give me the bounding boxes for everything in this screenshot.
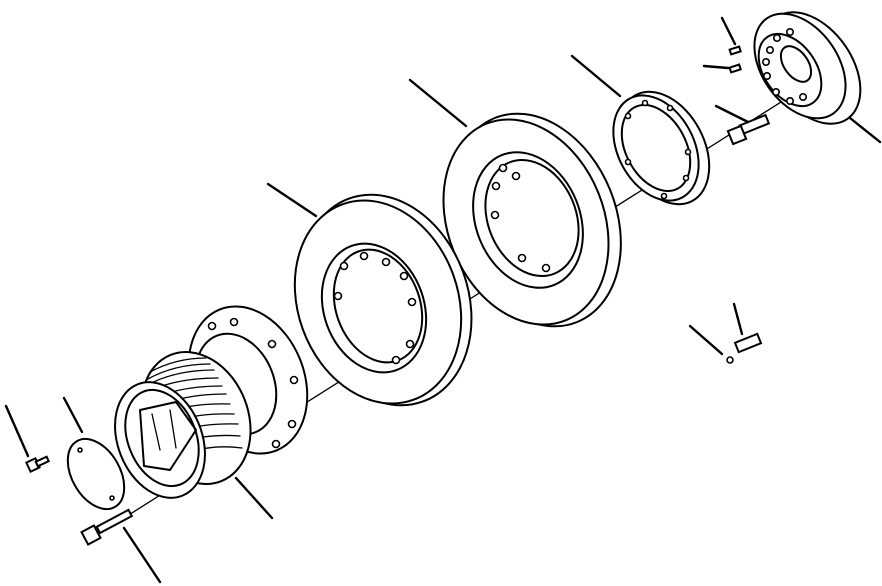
pulley-hub [114,305,309,499]
dowel-pins [728,45,742,74]
damper-ring-front [293,193,473,407]
leader-dowel-upper [720,16,737,46]
clip-assembly [726,332,763,364]
damper-ring-rear [442,112,622,328]
spacer-ring [612,90,711,206]
leader-dowel-lower [702,64,730,70]
leader-spacer-ring [570,54,622,98]
leader-pulley-hub [234,476,274,520]
crank-hub [753,11,862,125]
leader-bolt-left [4,404,30,458]
leader-bolt-right [714,104,750,124]
leader-bolt-long [122,526,162,584]
leader-clip-upper [732,302,744,336]
bolt-left-small [25,455,51,473]
leader-damper-rear [408,78,468,128]
leader-cover-plate [62,396,84,434]
leader-clip-lower [688,324,724,356]
cover-plate [66,437,126,511]
leader-crank-hub [848,116,882,144]
bolt-long [80,508,134,546]
bolt-right [726,113,771,146]
leader-damper-front [266,182,318,218]
